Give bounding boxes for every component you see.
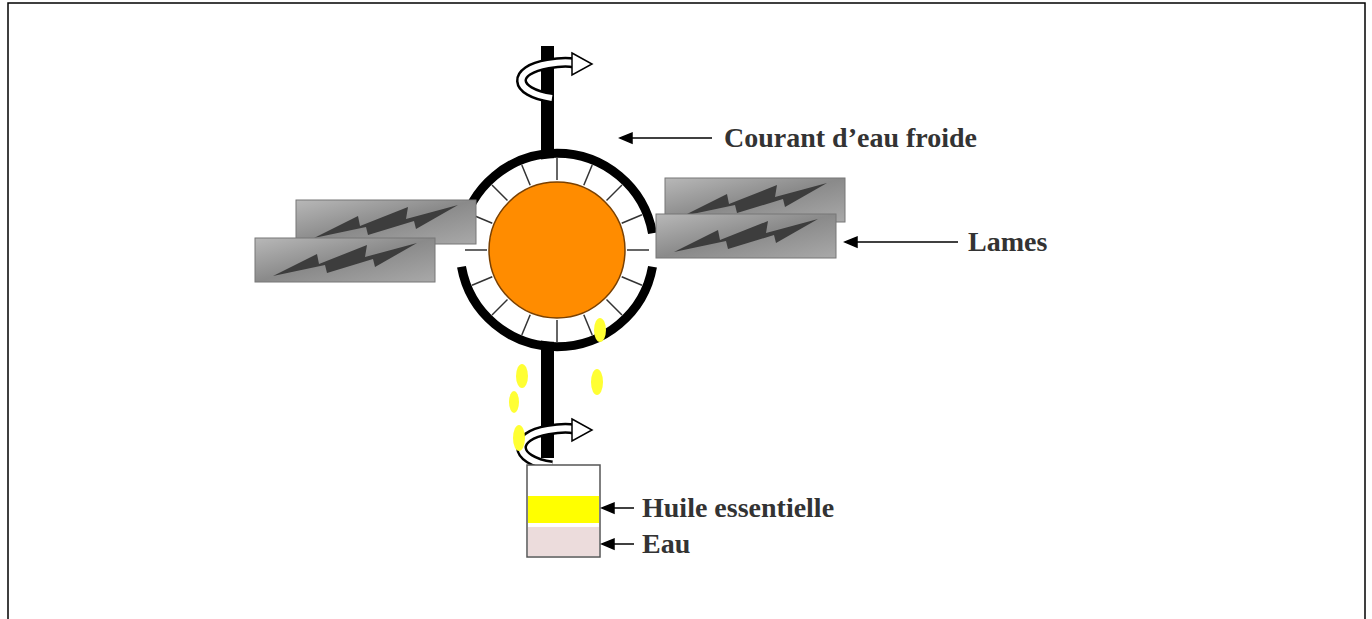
part-label: Courant d’eau froide bbox=[724, 121, 977, 155]
fruit-chamber bbox=[465, 158, 649, 342]
orange-fruit bbox=[489, 182, 625, 318]
spikes bbox=[465, 158, 649, 342]
leader-arrows bbox=[602, 133, 958, 549]
part-label: Lames bbox=[968, 225, 1047, 259]
part-label: Huile essentielle bbox=[642, 491, 834, 525]
collection-tube bbox=[527, 465, 600, 557]
ring bbox=[462, 153, 653, 233]
blade bbox=[296, 200, 476, 244]
rotation-arrow bbox=[521, 419, 592, 466]
rotation-arrow bbox=[521, 53, 592, 98]
blade bbox=[255, 238, 435, 282]
part-label: Eau bbox=[642, 527, 690, 561]
blade bbox=[656, 214, 836, 258]
ring bbox=[462, 267, 653, 347]
frame bbox=[8, 3, 1365, 619]
oil-drops bbox=[509, 318, 606, 451]
